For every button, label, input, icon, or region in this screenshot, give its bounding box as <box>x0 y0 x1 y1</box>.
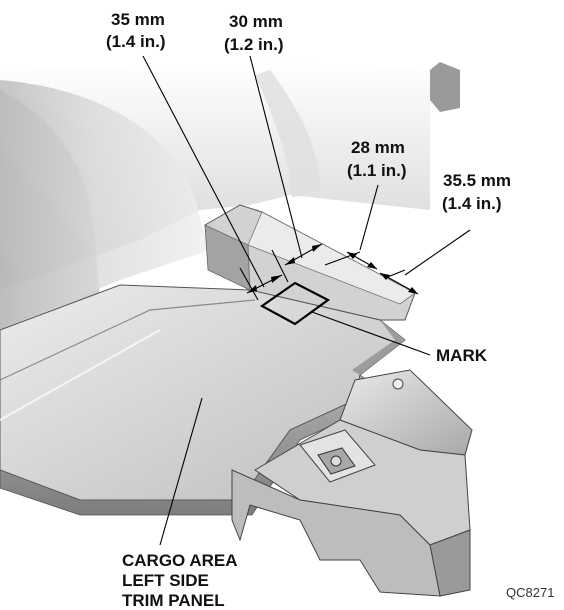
label-35-5mm: 35.5 mm <box>443 171 511 190</box>
leader-30 <box>249 55 303 259</box>
label-panel-line2: LEFT SIDE <box>122 571 209 590</box>
label-mark: MARK <box>436 346 488 365</box>
leader-35-5 <box>404 229 471 276</box>
clip-bracket <box>231 369 473 597</box>
leader-mark <box>311 311 431 356</box>
label-30mm-in: (1.2 in.) <box>224 35 284 54</box>
label-panel-line1: CARGO AREA <box>122 551 238 570</box>
cargo-floor <box>0 284 406 516</box>
figure-code: QC8271 <box>506 585 554 600</box>
trim-panel-body <box>0 62 460 340</box>
label-28mm: 28 mm <box>351 138 405 157</box>
label-35mm: 35 mm <box>111 10 165 29</box>
label-35-5mm-in: (1.4 in.) <box>442 194 502 213</box>
label-30mm: 30 mm <box>229 12 283 31</box>
leader-panel <box>159 397 203 546</box>
label-28mm-in: (1.1 in.) <box>347 161 407 180</box>
leader-35 <box>142 55 265 288</box>
label-35mm-in: (1.4 in.) <box>106 32 166 51</box>
mark-square <box>259 281 331 326</box>
label-panel-line3: TRIM PANEL <box>122 591 225 610</box>
dimension-arrowheads <box>247 244 418 294</box>
leader-28 <box>359 184 379 251</box>
callout-labels: 35 mm (1.4 in.) 30 mm (1.2 in.) 28 mm (1… <box>106 10 554 610</box>
leader-lines <box>142 55 471 546</box>
